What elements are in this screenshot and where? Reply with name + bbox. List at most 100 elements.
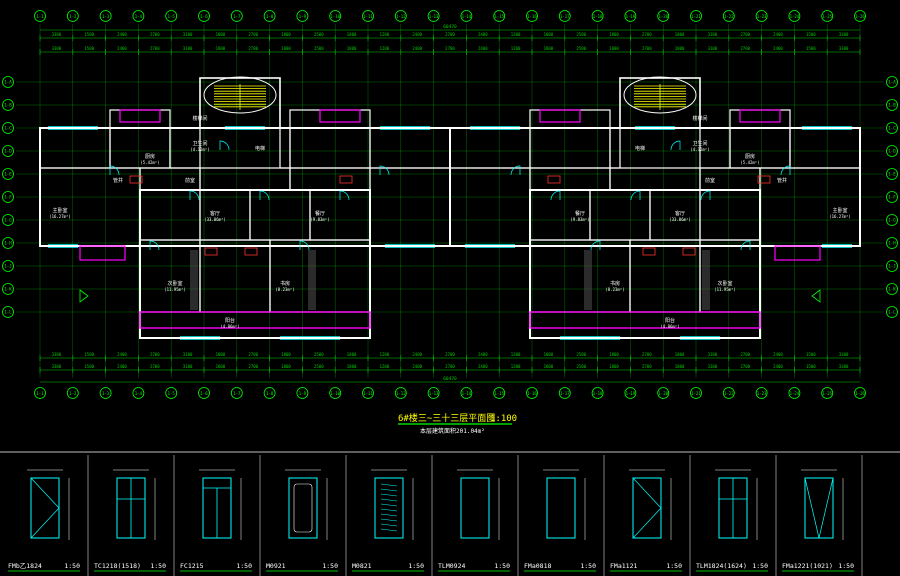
door-swing — [189, 190, 200, 201]
detail-scale: 1:50 — [838, 562, 854, 570]
axis-label-bottom: 1-1 — [36, 391, 44, 396]
balcony-rail — [139, 311, 371, 329]
dimension-value: 1800 — [675, 364, 685, 369]
axis-label-bottom: 1-22 — [724, 391, 734, 396]
room-label: 次卧室 — [717, 280, 732, 287]
axis-bubble-top — [722, 10, 735, 22]
dimension-value: 2500 — [576, 32, 586, 37]
room-area: (8.23m²) — [605, 287, 624, 292]
dimension-value: 3100 — [183, 352, 193, 357]
axis-label-bottom: 1-14 — [462, 391, 472, 396]
dimension-value: 2700 — [445, 32, 455, 37]
stair-core — [199, 77, 281, 129]
drawing-title: 6#楼三~三十三层平面图 — [398, 412, 495, 424]
dimension-value: 2400 — [478, 364, 488, 369]
axis-label-bottom: 1-25 — [822, 391, 832, 396]
room-label: 客厅 — [675, 210, 685, 217]
detail-louver — [380, 528, 398, 532]
axis-label-left: 1-J — [4, 264, 11, 269]
dimension-value: 1800 — [544, 364, 554, 369]
detail-swing — [30, 477, 60, 539]
room-label: 前室 — [185, 177, 195, 184]
stair-core — [619, 77, 701, 129]
dimension-value: 3300 — [52, 32, 62, 37]
dimension-value: 1200 — [511, 32, 521, 37]
detail-frame — [374, 477, 404, 539]
door-swing — [339, 190, 350, 201]
dimension-value: 1800 — [609, 364, 619, 369]
dimension-value: 3100 — [183, 46, 193, 51]
equipment-tag — [682, 247, 696, 256]
axis-label-top: 1-19 — [626, 14, 636, 19]
axis-label-right: 1-G — [888, 218, 896, 223]
axis-bubble-top — [624, 10, 637, 22]
detail-louver — [380, 508, 398, 512]
axis-bubble-left — [2, 122, 14, 134]
axis-label-bottom: 1-11 — [363, 391, 373, 396]
room-wall — [629, 239, 701, 313]
axis-label-top: 1-17 — [560, 14, 570, 19]
axis-label-top: 1-5 — [168, 14, 176, 19]
detail-name: FMb乙1824 — [8, 562, 42, 570]
equipment-tag — [339, 175, 353, 184]
door-swing — [219, 140, 230, 151]
axis-label-top: 1-3 — [102, 14, 110, 19]
dimension-value: 3100 — [708, 32, 718, 37]
dimension-value: 2400 — [773, 352, 783, 357]
axis-bubble-bottom — [263, 387, 276, 399]
axis-bubble-right — [886, 145, 898, 157]
dimension-value: 1800 — [281, 46, 291, 51]
detail-name: FMa1221(1021) — [782, 562, 833, 570]
stair-core-outline — [203, 76, 277, 114]
axis-label-bottom: 1-9 — [299, 391, 307, 396]
room-area: (5.42m²) — [740, 160, 759, 165]
axis-label-bottom: 1-5 — [168, 391, 176, 396]
axis-label-top: 1-6 — [200, 14, 208, 19]
detail-frame — [460, 477, 490, 539]
axis-bubble-left — [2, 191, 14, 203]
dimension-value: 2400 — [117, 46, 127, 51]
axis-label-right: 1-A — [888, 80, 896, 85]
axis-bubble-top — [394, 10, 407, 22]
dimension-value: 1500 — [84, 46, 94, 51]
axis-bubble-top — [755, 10, 768, 22]
dimension-value: 1800 — [216, 352, 226, 357]
axis-label-left: 1-D — [4, 149, 12, 154]
room-wall — [289, 167, 371, 191]
bay-window — [79, 245, 126, 261]
dimension-value: 1200 — [380, 32, 390, 37]
door-swing — [700, 190, 711, 201]
room-wall — [279, 127, 291, 169]
detail-frame — [804, 477, 834, 539]
room-wall — [139, 189, 201, 241]
room-wall — [39, 127, 111, 169]
dimension-value: 2700 — [445, 364, 455, 369]
axis-bubble-right — [886, 122, 898, 134]
room-label: 书房 — [610, 280, 620, 287]
bay-window-north — [319, 109, 361, 123]
room-area: (4.12m²) — [690, 147, 709, 152]
axis-label-top: 1-14 — [462, 14, 472, 19]
room-label: 主卧室 — [52, 207, 67, 214]
axis-label-right: 1-J — [888, 264, 895, 269]
axis-label-bottom: 1-13 — [429, 391, 439, 396]
axis-label-left: 1-E — [4, 172, 12, 177]
detail-frame — [30, 477, 60, 539]
room-wall — [249, 189, 311, 241]
room-wall — [449, 127, 531, 169]
detail-scale: 1:50 — [494, 562, 510, 570]
axis-bubble-top — [362, 10, 374, 22]
detail-frame — [546, 477, 576, 539]
room-label: 厨房 — [145, 153, 155, 160]
dimension-value: 3100 — [708, 364, 718, 369]
dimension-value: 2500 — [314, 46, 324, 51]
dimension-value: 2700 — [740, 32, 750, 37]
room-label: 电梯 — [255, 145, 265, 152]
detail-scale: 1:50 — [666, 562, 682, 570]
room-label: 卫生间 — [192, 140, 207, 147]
detail-scale: 1:50 — [236, 562, 252, 570]
detail-scale: 1:50 — [322, 562, 338, 570]
axis-bubble-bottom — [66, 387, 79, 399]
axis-bubble-bottom — [690, 387, 702, 399]
